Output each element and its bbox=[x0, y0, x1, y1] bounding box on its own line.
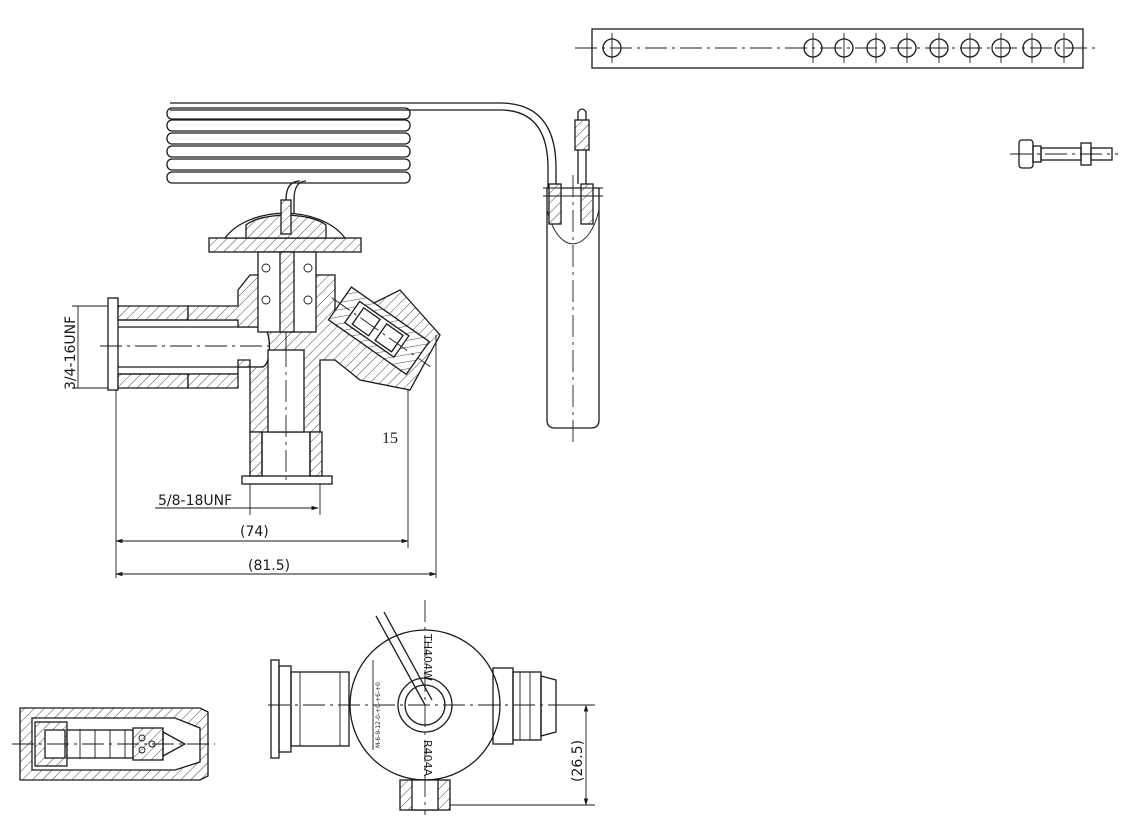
refrigerant-label: R404A bbox=[421, 740, 434, 777]
superheat-scale-label: M-6-9-12-0-+0-+6-+0 bbox=[375, 682, 382, 748]
width-inner-label: (74) bbox=[240, 524, 269, 540]
valve-section bbox=[100, 199, 441, 485]
outlet-thread-label: 5/8-18UNF bbox=[158, 493, 232, 509]
capillary-coil bbox=[166, 102, 557, 215]
width-outer-label: (81.5) bbox=[248, 558, 290, 574]
valve-model-label: TH404W bbox=[421, 633, 434, 681]
mounting-bracket-view bbox=[575, 28, 1098, 69]
valve-top-view bbox=[268, 600, 595, 815]
screw-view bbox=[1010, 139, 1118, 169]
sensing-bulb bbox=[543, 108, 603, 445]
height-bottom-label: (26.5) bbox=[570, 740, 586, 782]
cap-section-view bbox=[12, 707, 215, 781]
inlet-thread-label: 3/4-16UNF bbox=[63, 316, 79, 390]
bracket-holes bbox=[602, 33, 1074, 63]
dimension-lines bbox=[72, 305, 437, 578]
depth-dimension-label: 15 bbox=[382, 430, 398, 447]
